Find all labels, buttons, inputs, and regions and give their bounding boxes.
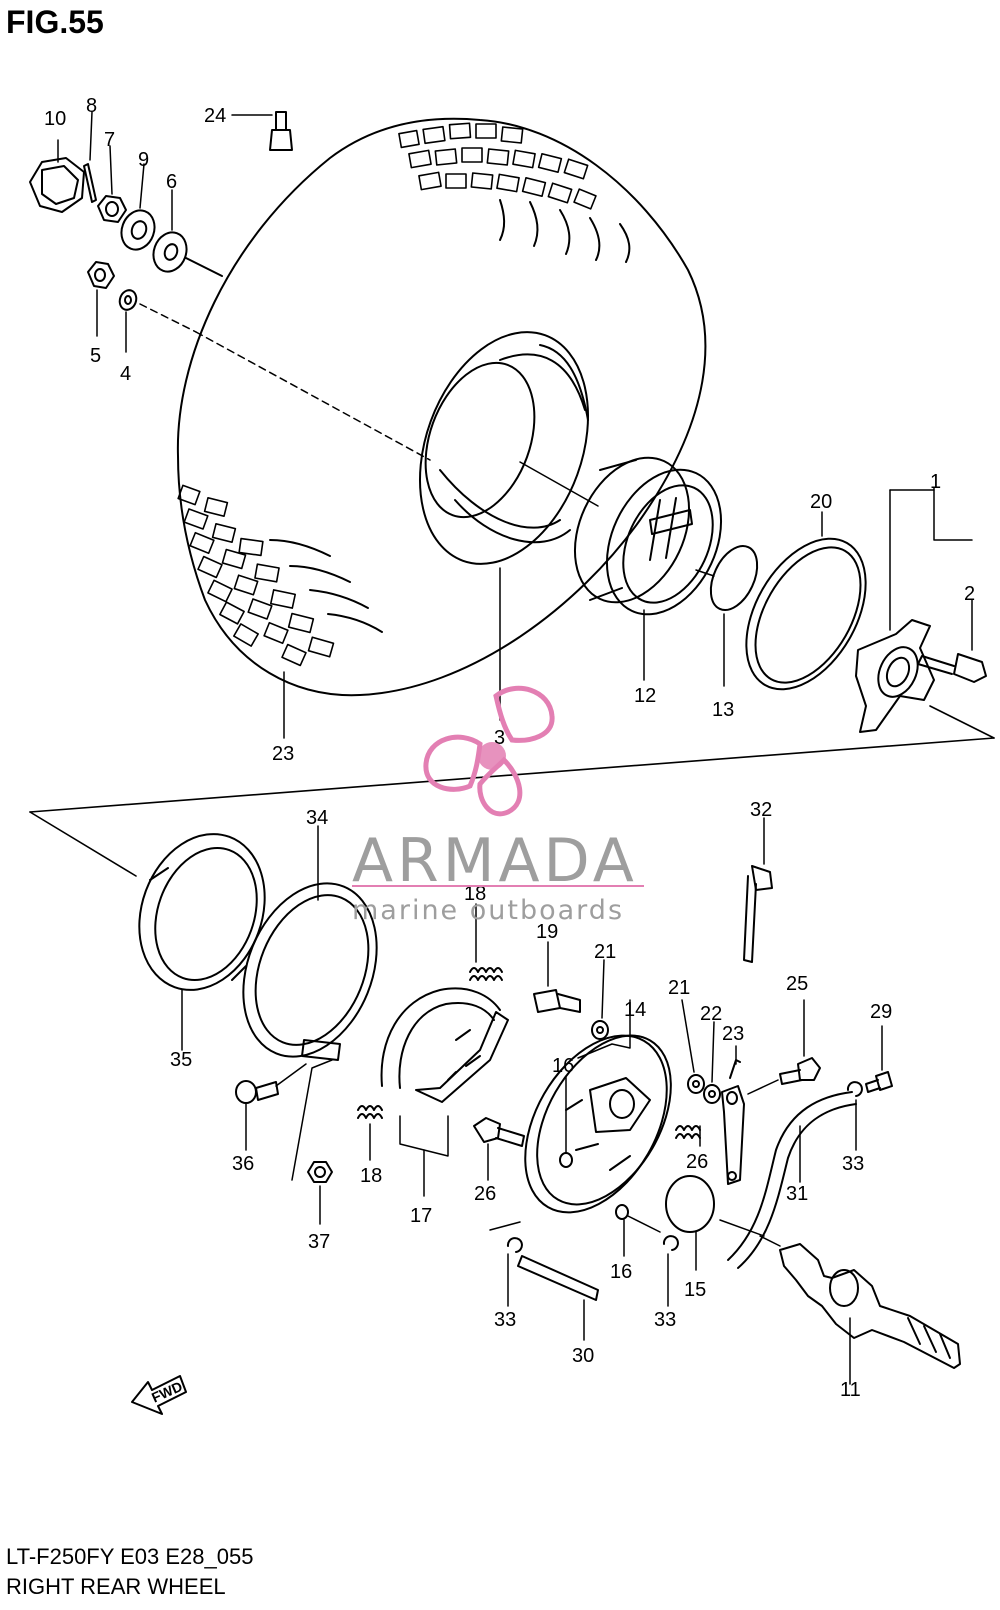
- callout-32: 32: [750, 799, 772, 821]
- nut-part-37: [291, 1059, 333, 1225]
- armada-logo-icon: [423, 685, 555, 817]
- axle-part-11: [719, 1219, 961, 1385]
- callout-34: 34: [306, 807, 328, 829]
- bolt-part-19: [533, 941, 581, 1013]
- fwd-arrow: [131, 1375, 187, 1415]
- cap-part-10: [29, 139, 85, 213]
- callout-3: 3: [494, 727, 505, 749]
- figure-title: FIG.55: [6, 4, 104, 40]
- cam-lever-part-23: [721, 1045, 745, 1185]
- callout-4: 4: [120, 363, 131, 385]
- callout-21a: 21: [594, 941, 616, 963]
- brake-drum-part-12: [573, 456, 723, 681]
- brake-panel-part-14: [524, 999, 672, 1214]
- callout-7: 7: [104, 129, 115, 151]
- figure-caption: RIGHT REAR WHEEL: [6, 1574, 226, 1599]
- washer-part-22: [703, 1021, 721, 1104]
- callout-12: 12: [634, 685, 656, 707]
- callout-31: 31: [786, 1183, 808, 1205]
- washer-part-6: [152, 189, 223, 277]
- callout-33c: 33: [654, 1309, 676, 1331]
- callout-2: 2: [964, 583, 975, 605]
- nut-part-5: [87, 261, 115, 337]
- washer-part-21a: [591, 959, 609, 1040]
- callout-33b: 33: [494, 1309, 516, 1331]
- oil-seal-part-20: [745, 511, 867, 691]
- bolt-part-29: [865, 1025, 893, 1093]
- clip-part-33b: [506, 1237, 523, 1307]
- callout-37: 37: [308, 1231, 330, 1253]
- hub-part-1: [855, 487, 973, 733]
- callout-11: 11: [840, 1379, 861, 1401]
- watermark-brand: ARMADA: [352, 826, 638, 896]
- hose-part-30: [517, 1255, 599, 1341]
- callout-33a: 33: [842, 1153, 864, 1175]
- callout-9: 9: [138, 149, 149, 171]
- washer-part-9: [120, 163, 156, 251]
- bolt-part-2: [917, 599, 987, 683]
- clip-part-33c: [662, 1235, 679, 1307]
- callout-35: 35: [170, 1049, 192, 1071]
- callout-16a: 16: [552, 1055, 574, 1077]
- callout-6: 6: [166, 171, 177, 193]
- callout-10: 10: [44, 108, 66, 130]
- callout-20: 20: [810, 491, 832, 513]
- washer-part-4: [118, 289, 138, 353]
- callout-26: 26: [474, 1183, 496, 1205]
- o-ring-part-13: [695, 545, 759, 687]
- washer-part-21b: [681, 999, 705, 1094]
- callout-labels: 10 8 7 9 6 5 4 24 1 20 2 12 13 3 23 32 3…: [44, 95, 975, 1406]
- cotter-pin-part-8: [83, 111, 97, 203]
- hose-part-31: [727, 1091, 857, 1269]
- model-code: LT-F250FY E03 E28_055: [6, 1544, 254, 1569]
- callout-18a: 18: [464, 883, 486, 905]
- callout-25: 26: [686, 1151, 708, 1173]
- callout-15: 15: [684, 1279, 706, 1301]
- brake-shoe-part-17: [380, 987, 509, 1197]
- spring-part-18a: [469, 903, 503, 981]
- spring-part-18b: [357, 1105, 383, 1161]
- clamp-part-32: [743, 817, 773, 963]
- nut-part-7: [97, 145, 127, 223]
- callout-1: 1: [930, 471, 941, 493]
- callout-8: 8: [86, 95, 97, 117]
- watermark-tagline: marine outboards: [352, 895, 625, 926]
- pin-part-16b: [615, 1204, 661, 1257]
- callout-21b: 21: [668, 977, 690, 999]
- callout-30: 30: [572, 1345, 594, 1367]
- callout-19: 19: [536, 921, 558, 943]
- callout-18b: 18: [360, 1165, 382, 1187]
- pin-part-16a: [559, 1075, 573, 1168]
- bolt-part-26: [473, 1117, 525, 1181]
- callout-36: 36: [232, 1153, 254, 1175]
- callout-23: 23: [722, 1023, 744, 1045]
- tire-part-27: [176, 117, 707, 697]
- callout-29: 29: [870, 1001, 892, 1023]
- spring-part-25: [675, 1125, 701, 1147]
- seal-part-35: [138, 833, 266, 1051]
- clip-part-33a: [846, 1081, 863, 1151]
- callout-16b: 16: [610, 1261, 632, 1283]
- callout-22: 22: [700, 1003, 722, 1025]
- callout-17: 17: [410, 1205, 432, 1227]
- valve-part-28: [231, 111, 293, 151]
- callout-5: 5: [90, 345, 101, 367]
- bolt-part-36: [235, 1063, 307, 1151]
- callout-28: 24: [204, 105, 226, 127]
- callout-27: 23: [272, 743, 294, 765]
- plate-part-15: [665, 1175, 715, 1271]
- callout-13: 13: [712, 699, 734, 721]
- bolt-part-24: [747, 999, 821, 1095]
- cover-part-34: [242, 825, 378, 1061]
- callout-14: 14: [624, 999, 646, 1021]
- callout-24: 25: [786, 973, 808, 995]
